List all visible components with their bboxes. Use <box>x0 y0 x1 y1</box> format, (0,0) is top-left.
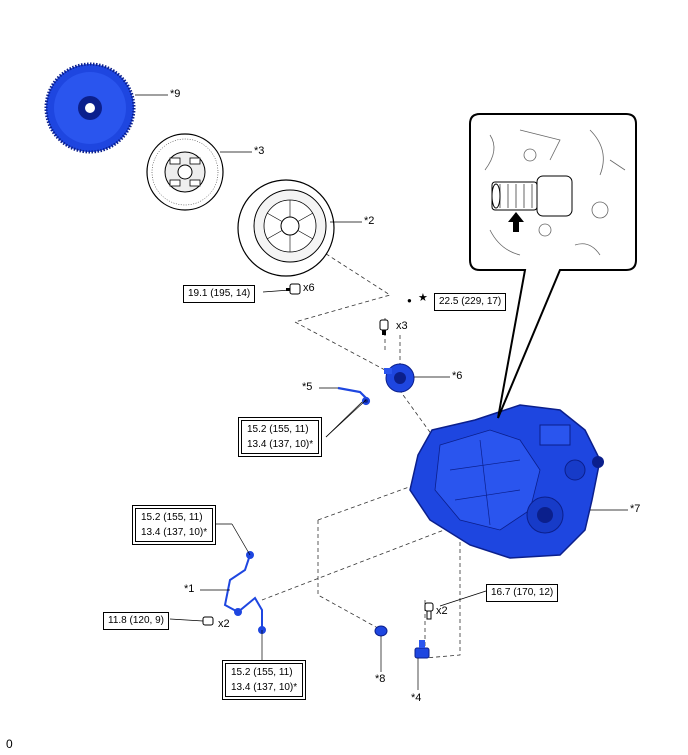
label-transmission: *7 <box>630 503 641 515</box>
speed-sensor-part <box>414 640 430 659</box>
torque-value: 15.2 (155, 11) <box>231 667 293 678</box>
star-icon: ★ <box>418 292 428 304</box>
input-shaft-detail <box>491 175 573 217</box>
transmission-part <box>409 404 604 559</box>
cover-bolt-part <box>286 283 301 295</box>
harness-bolt-part <box>202 616 214 626</box>
label-flywheel: *9 <box>170 88 181 100</box>
sensor-harness-part <box>223 551 266 634</box>
clutch-disc-part <box>146 133 224 211</box>
detail-callout <box>469 113 637 419</box>
label-sensor: *4 <box>411 692 422 704</box>
dot-icon: ● <box>407 296 412 305</box>
label-release-cylinder: *6 <box>452 370 463 382</box>
flywheel-part <box>44 62 136 154</box>
torque-harness-bolt: 11.8 (120, 9) <box>103 612 169 630</box>
torque-value-alt: 13.4 (137, 10)* <box>141 527 208 538</box>
torque-harness-upper: 15.2 (155, 11) 13.4 (137, 10)* <box>132 505 217 545</box>
clutch-line-part <box>337 386 371 406</box>
arrow-icon <box>508 212 524 232</box>
torque-harness-lower: 15.2 (155, 11) 13.4 (137, 10)* <box>222 660 307 700</box>
torque-sensor-bolt: 16.7 (170, 12) <box>486 584 559 602</box>
label-clutch-line: *5 <box>302 381 313 393</box>
torque-release-bolt: 22.5 (229, 17) <box>434 293 507 311</box>
figure-code: 0 <box>6 737 13 751</box>
label-harness: *1 <box>184 583 195 595</box>
clutch-cover-part <box>237 179 335 277</box>
qty-harness-bolts: x2 <box>218 618 230 630</box>
torque-value-alt: 13.4 (137, 10)* <box>231 682 298 693</box>
release-cylinder-part <box>384 363 415 393</box>
label-plug: *8 <box>375 673 386 685</box>
release-bolt-part <box>379 319 389 335</box>
torque-cover-bolt: 19.1 (195, 14) <box>183 285 256 303</box>
qty-sensor-bolts: x2 <box>436 605 448 617</box>
qty-cover-bolts: x6 <box>303 282 315 294</box>
label-clutch-disc: *3 <box>254 145 265 157</box>
torque-value: 15.2 (155, 11) <box>141 512 203 523</box>
torque-value: 15.2 (155, 11) <box>247 424 309 435</box>
plug-part <box>374 625 388 637</box>
torque-clutch-line: 15.2 (155, 11) 13.4 (137, 10)* <box>238 417 323 457</box>
sensor-bolt-part <box>424 602 434 620</box>
qty-release-bolts: x3 <box>396 320 408 332</box>
torque-value-alt: 13.4 (137, 10)* <box>247 439 314 450</box>
label-clutch-cover: *2 <box>364 215 375 227</box>
